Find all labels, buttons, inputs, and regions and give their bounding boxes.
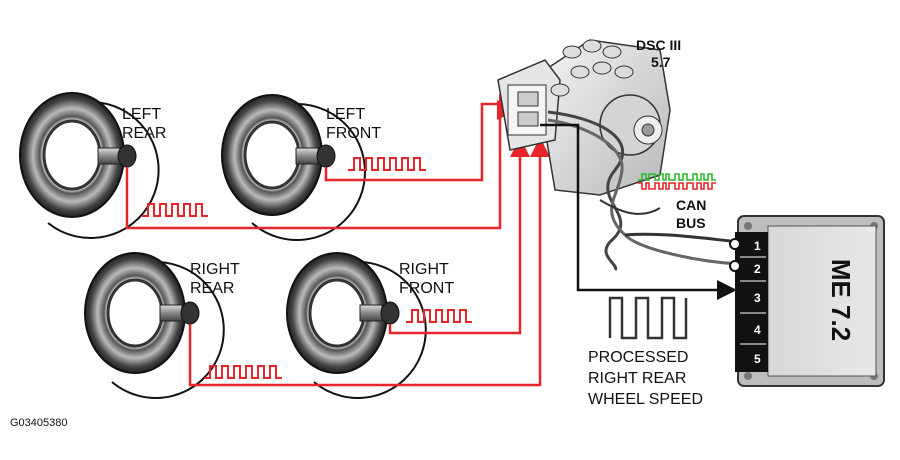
right-rear-sensor bbox=[159, 301, 200, 325]
ecu-pin-2: 2 bbox=[754, 262, 761, 276]
left-front-signal-wire bbox=[324, 94, 519, 182]
can-bus-label-1: CAN bbox=[676, 197, 706, 213]
right-rear-wave bbox=[204, 365, 282, 379]
right-front-tone-ring bbox=[286, 252, 427, 399]
dsc-label-1: DSC III bbox=[636, 37, 681, 53]
right-rear-signal-wire bbox=[188, 137, 550, 387]
ecu-pin-3: 3 bbox=[754, 291, 761, 305]
ecu-pin-4: 4 bbox=[754, 323, 761, 337]
dsc-label-2: 5.7 bbox=[651, 54, 671, 70]
can-bus-label-2: BUS bbox=[676, 215, 706, 231]
processed-label-3: WHEEL SPEED bbox=[588, 391, 703, 408]
ecu-name: ME 7.2 bbox=[826, 259, 856, 341]
me72-ecu bbox=[729, 215, 885, 387]
left-front-wave bbox=[348, 157, 426, 171]
left-front-sensor bbox=[295, 144, 336, 168]
ecu-connector bbox=[735, 232, 768, 372]
can-bus-wires bbox=[547, 110, 741, 272]
right-front-wave bbox=[406, 309, 472, 323]
right-front-sensor bbox=[359, 301, 400, 325]
right-front-label-2: FRONT bbox=[399, 280, 454, 297]
right-rear-label-1: RIGHT bbox=[190, 261, 240, 278]
processed-label-2: RIGHT REAR bbox=[588, 370, 686, 387]
left-front-label-1: LEFT bbox=[326, 106, 365, 123]
left-front-label-2: FRONT bbox=[326, 125, 381, 142]
left-rear-sensor bbox=[97, 144, 137, 168]
can-bus-waves bbox=[638, 173, 716, 190]
dsc-module bbox=[497, 39, 671, 196]
ecu-pin-1: 1 bbox=[754, 239, 761, 253]
can-high-wave bbox=[638, 173, 716, 181]
can-low-wave bbox=[638, 182, 716, 190]
figure-id: G03405380 bbox=[10, 417, 68, 429]
square-wave-signals bbox=[142, 157, 472, 379]
processed-label-1: PROCESSED bbox=[588, 349, 688, 366]
left-rear-label-2: REAR bbox=[122, 125, 166, 142]
left-rear-tone-ring bbox=[19, 92, 160, 239]
right-front-label-1: RIGHT bbox=[399, 261, 449, 278]
left-rear-label-1: LEFT bbox=[122, 106, 161, 123]
processed-signal-wire bbox=[540, 123, 737, 300]
right-front-signal-wire bbox=[388, 137, 530, 335]
right-rear-label-2: REAR bbox=[190, 280, 234, 297]
ecu-pin-5: 5 bbox=[754, 352, 761, 366]
processed-wave bbox=[608, 296, 688, 340]
left-front-tone-ring bbox=[221, 94, 366, 241]
left-rear-wave bbox=[142, 203, 208, 217]
right-rear-tone-ring bbox=[84, 252, 225, 399]
